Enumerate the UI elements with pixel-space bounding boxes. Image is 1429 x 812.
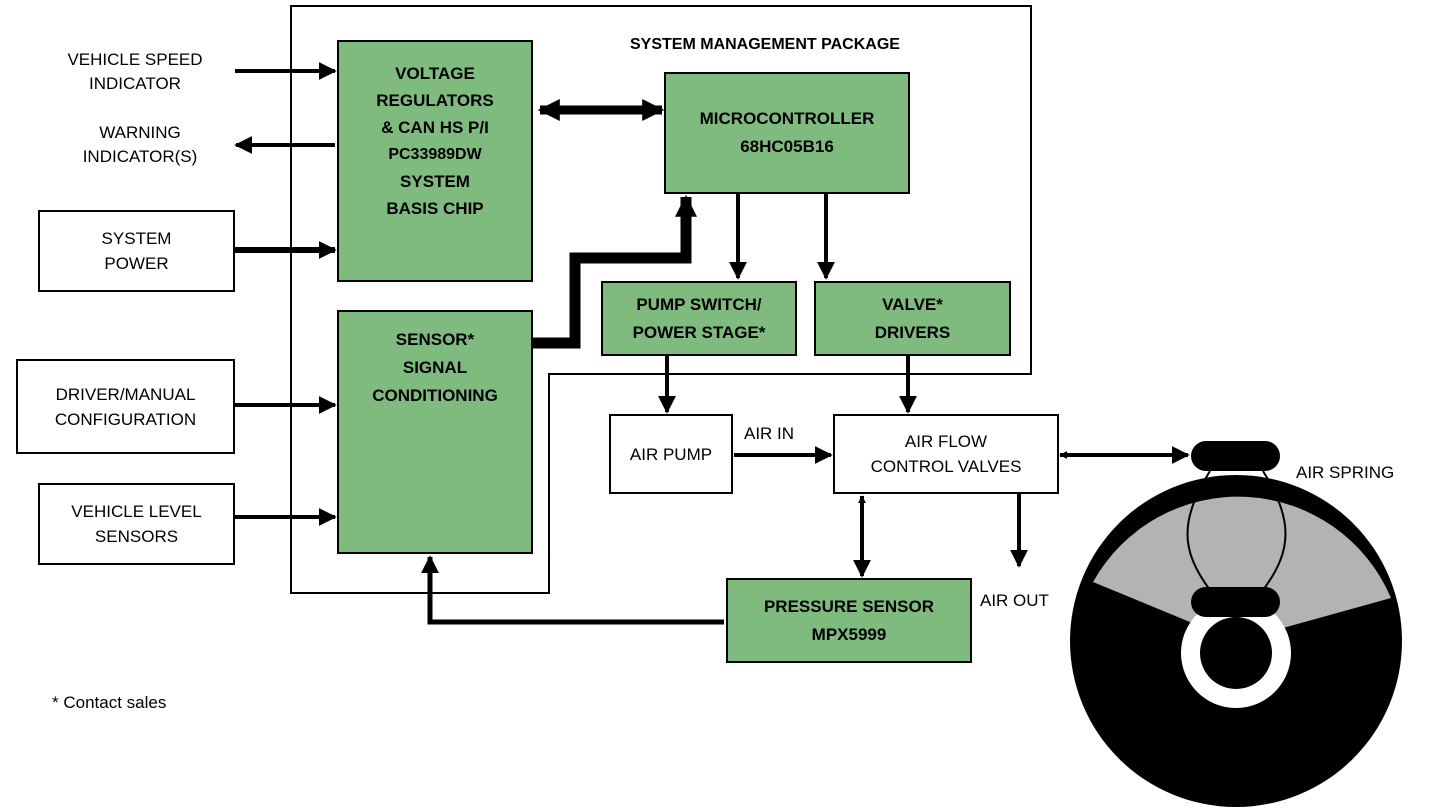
vehicle-speed-label: VEHICLE SPEED INDICATOR [67, 50, 203, 93]
air-spring-top-plate [1191, 441, 1280, 471]
wheel-hub [1200, 617, 1272, 689]
air-out-label: AIR OUT [980, 591, 1049, 610]
air-spring-bellows [1186, 470, 1287, 591]
voltage-regulators-block: VOLTAGE REGULATORS & CAN HS P/I PC33989D… [337, 40, 533, 282]
air-flow-valves-box: AIR FLOW CONTROL VALVES [833, 414, 1059, 494]
footnote: * Contact sales [52, 693, 167, 712]
air-pump-box: AIR PUMP [609, 414, 733, 494]
driver-config-box: DRIVER/MANUAL CONFIGURATION [16, 359, 235, 454]
air-spring-label: AIR SPRING [1296, 463, 1395, 482]
system-power-box: SYSTEM POWER [38, 210, 235, 292]
valve-drivers-block: VALVE* DRIVERS [814, 281, 1011, 356]
air-in-label: AIR IN [744, 424, 795, 443]
air-spring-bottom-plate [1191, 587, 1280, 617]
wheel-illustration [1070, 441, 1402, 807]
microcontroller-block: MICROCONTROLLER 68HC05B16 [664, 72, 910, 194]
level-sensors-box: VEHICLE LEVEL SENSORS [38, 483, 235, 565]
sensor-conditioning-block: SENSOR* SIGNAL CONDITIONING [337, 310, 533, 554]
pump-switch-block: PUMP SWITCH/ POWER STAGE* [601, 281, 797, 356]
warning-indicator-label: WARNING INDICATOR(S) [82, 123, 198, 166]
pressure-sensor-block: PRESSURE SENSOR MPX5999 [726, 578, 972, 663]
package-title: SYSTEM MANAGEMENT PACKAGE [630, 36, 900, 53]
package-frame [290, 5, 1032, 594]
pressure-feedback-line [421, 555, 724, 625]
sensor-mcu-bus [533, 194, 697, 349]
wheel-upper-segment [1093, 496, 1391, 641]
